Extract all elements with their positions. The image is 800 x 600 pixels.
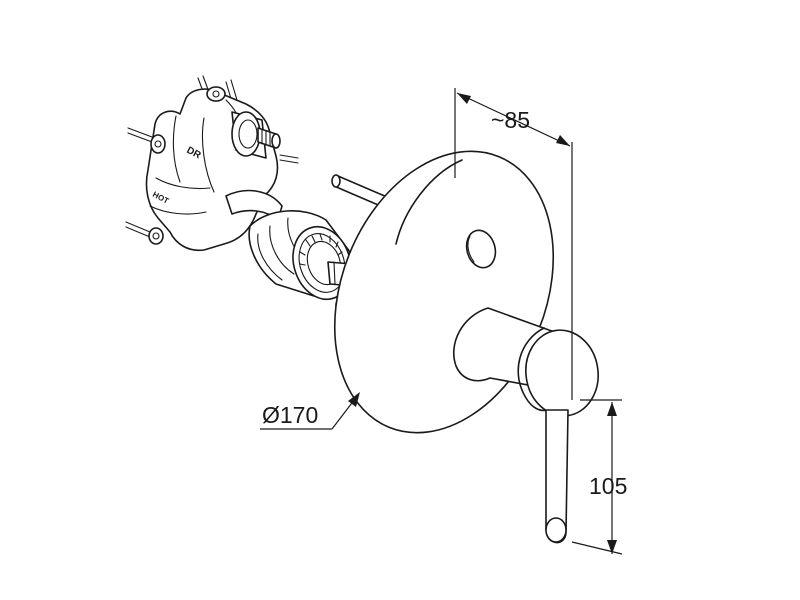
- diameter-label: Ø170: [262, 402, 318, 428]
- diverter-knob: [465, 229, 497, 269]
- mixing-cartridge: [248, 210, 358, 301]
- rough-in-valve-body: DR HOT: [125, 75, 299, 252]
- depth-label: ~85: [491, 107, 530, 133]
- height-dimension: 105: [571, 399, 627, 555]
- diameter-dimension: Ø170: [260, 392, 360, 430]
- diverter-cartridge: [231, 111, 281, 159]
- mixer-lever: [452, 307, 599, 544]
- height-label: 105: [589, 473, 627, 499]
- depth-dimension: ~85: [454, 88, 573, 400]
